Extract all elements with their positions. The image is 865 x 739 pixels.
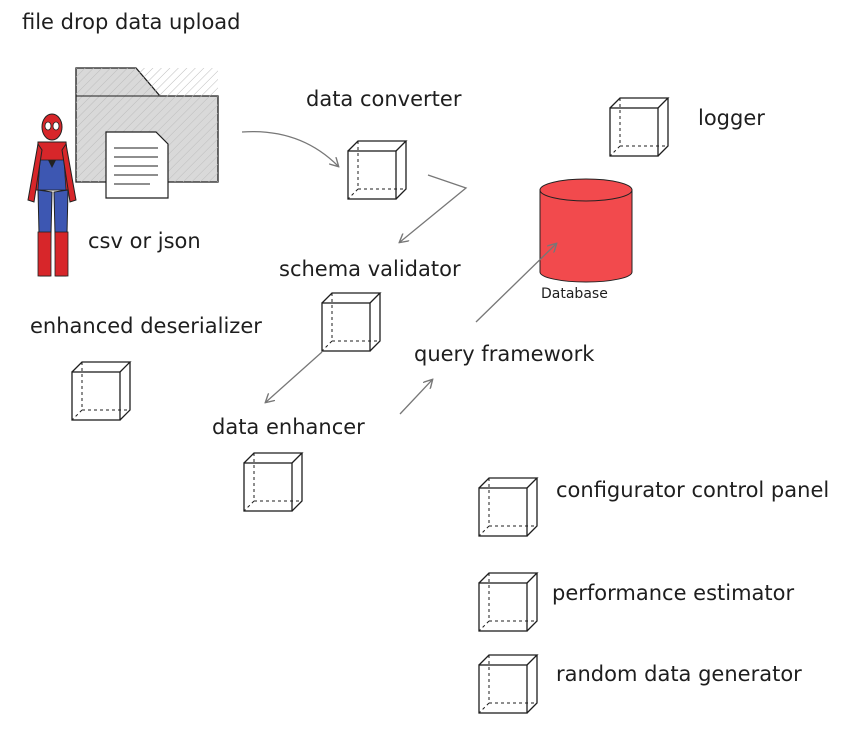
- schema-validator-cube-icon[interactable]: [321, 292, 381, 352]
- database-label[interactable]: Database: [541, 286, 608, 302]
- enhanced-deserializer-cube-icon[interactable]: [71, 361, 131, 421]
- query-framework-label[interactable]: query framework: [414, 342, 595, 366]
- arrow-validator-to-enhancer: [266, 351, 323, 402]
- diagram-title: file drop data upload: [22, 10, 241, 34]
- spiderman-figure-icon: [27, 113, 77, 277]
- database-cylinder-icon[interactable]: [539, 178, 633, 283]
- data-converter-label[interactable]: data converter: [306, 87, 462, 111]
- logger-label[interactable]: logger: [698, 106, 765, 130]
- configurator-control-panel-label[interactable]: configurator control panel: [556, 478, 830, 502]
- arrow-query-to-database: [475, 244, 556, 323]
- data-enhancer-label[interactable]: data enhancer: [212, 415, 365, 439]
- data-converter-cube-icon[interactable]: [347, 140, 407, 200]
- random-data-generator-cube-icon[interactable]: [478, 654, 538, 714]
- arrow-upload-to-converter: [241, 130, 338, 166]
- performance-estimator-cube-icon[interactable]: [478, 572, 538, 632]
- document-icon: [105, 131, 169, 199]
- configurator-control-panel-cube-icon[interactable]: [478, 477, 538, 537]
- schema-validator-label[interactable]: schema validator: [279, 257, 461, 281]
- arrow-converter-to-validator: [400, 174, 468, 242]
- enhanced-deserializer-label[interactable]: enhanced deserializer: [30, 314, 262, 338]
- random-data-generator-label[interactable]: random data generator: [556, 662, 802, 686]
- csv-or-json-label: csv or json: [88, 229, 201, 253]
- data-enhancer-cube-icon[interactable]: [243, 452, 303, 512]
- performance-estimator-label[interactable]: performance estimator: [552, 581, 795, 605]
- logger-cube-icon[interactable]: [609, 97, 669, 157]
- arrow-enhancer-to-query: [399, 380, 432, 415]
